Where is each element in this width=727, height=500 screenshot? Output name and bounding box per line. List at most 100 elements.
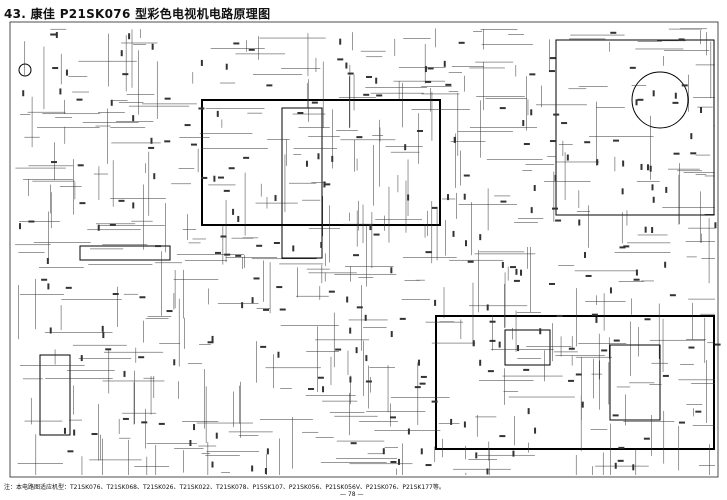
- component: [237, 215, 240, 222]
- component: [585, 274, 592, 277]
- component: [407, 194, 410, 201]
- component: [189, 439, 192, 446]
- component: [548, 70, 555, 73]
- component: [452, 230, 455, 237]
- component: [425, 80, 432, 83]
- component: [499, 435, 506, 438]
- component: [551, 207, 558, 210]
- component: [609, 287, 612, 294]
- component: [273, 241, 280, 244]
- component: [434, 299, 437, 306]
- component: [164, 97, 171, 100]
- component: [612, 414, 619, 417]
- component: [690, 133, 693, 140]
- component: [568, 379, 575, 382]
- component: [251, 297, 254, 304]
- component: [513, 279, 520, 282]
- component: [613, 139, 620, 142]
- component: [652, 90, 655, 97]
- component: [101, 325, 104, 332]
- component: [201, 176, 208, 179]
- component: [533, 184, 536, 191]
- component: [328, 290, 335, 293]
- component: [407, 428, 410, 435]
- component: [73, 429, 76, 436]
- av-connector: [39, 354, 71, 436]
- component: [539, 328, 542, 335]
- component: [22, 90, 25, 97]
- component: [669, 294, 676, 297]
- component: [463, 193, 466, 200]
- component: [223, 189, 230, 192]
- component: [443, 60, 446, 67]
- component: [353, 254, 360, 257]
- component: [158, 422, 165, 425]
- component: [109, 223, 116, 226]
- component: [424, 66, 427, 73]
- component: [153, 173, 156, 180]
- component: [297, 112, 304, 115]
- component: [50, 33, 57, 36]
- component: [662, 374, 669, 377]
- component: [475, 452, 478, 459]
- component: [47, 283, 50, 290]
- page-number: — 78 —: [340, 491, 364, 498]
- component: [243, 156, 250, 159]
- component: [225, 63, 228, 70]
- component: [46, 258, 49, 265]
- component: [347, 72, 354, 75]
- component: [363, 93, 370, 96]
- component: [279, 308, 286, 311]
- component: [382, 448, 385, 455]
- component: [390, 267, 393, 274]
- component: [241, 302, 244, 309]
- component: [123, 370, 126, 377]
- component: [637, 98, 644, 101]
- component: [489, 320, 496, 323]
- component: [364, 314, 367, 321]
- component: [97, 224, 100, 231]
- component: [211, 335, 214, 342]
- component: [110, 99, 113, 106]
- component: [41, 278, 48, 281]
- component: [486, 304, 489, 311]
- component: [141, 421, 148, 424]
- component: [695, 410, 702, 413]
- component: [453, 136, 456, 143]
- component: [375, 77, 378, 84]
- component: [622, 160, 625, 167]
- component: [215, 432, 218, 439]
- component: [530, 109, 533, 116]
- component: [635, 269, 638, 276]
- component: [256, 244, 263, 247]
- component: [425, 464, 432, 467]
- component: [530, 207, 533, 214]
- diagram-title: 43. 康佳 P21SK076 型彩色电视机电路原理图: [4, 7, 271, 21]
- component: [397, 458, 400, 465]
- component: [211, 461, 214, 468]
- component: [389, 416, 396, 419]
- component: [65, 69, 68, 76]
- component: [463, 421, 466, 428]
- component: [529, 73, 536, 76]
- component: [596, 159, 599, 166]
- component: [674, 92, 677, 99]
- component: [419, 382, 426, 385]
- component: [193, 424, 196, 431]
- component: [356, 306, 363, 309]
- component: [623, 245, 630, 248]
- component: [65, 286, 72, 289]
- component: [553, 113, 560, 116]
- component: [77, 164, 84, 167]
- tuner: [79, 245, 171, 261]
- component: [450, 418, 453, 425]
- component: [337, 58, 344, 61]
- component: [148, 146, 155, 149]
- component: [112, 293, 119, 296]
- component: [679, 421, 686, 424]
- component: [317, 376, 324, 379]
- component: [420, 375, 427, 378]
- page-frame: [9, 21, 719, 478]
- component: [59, 88, 62, 95]
